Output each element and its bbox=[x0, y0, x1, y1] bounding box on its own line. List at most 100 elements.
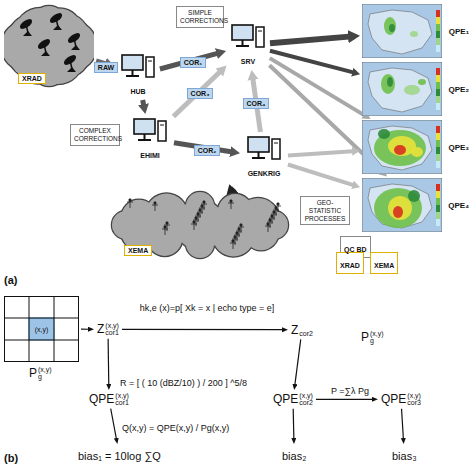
math-base: Z bbox=[97, 322, 104, 336]
process-label: COMPLEX CORRECTIONS bbox=[74, 127, 116, 143]
source-tag: XEMA bbox=[370, 252, 398, 274]
qpe-map: QPE₂ bbox=[362, 62, 472, 116]
flow-arrow bbox=[111, 409, 117, 439]
computer-label: SRV bbox=[241, 58, 255, 65]
map-image bbox=[362, 178, 442, 232]
math-base: QPE bbox=[89, 392, 114, 406]
flow-arrow bbox=[108, 339, 110, 385]
source-label: XRAD bbox=[340, 262, 360, 269]
qpe-map: QPE₃ bbox=[362, 120, 472, 174]
source-label: XEMA bbox=[374, 262, 394, 269]
edge-label-holder: COR₄ bbox=[243, 92, 270, 110]
edge-label-holder: COR₃ bbox=[187, 82, 214, 100]
math-subscript: cor1 bbox=[115, 399, 129, 406]
math-term: P(x,y)g bbox=[360, 330, 385, 345]
qpe-map: QPE₄ bbox=[362, 178, 472, 232]
index-stack: (x,y)g bbox=[38, 366, 52, 381]
flow-arrow bbox=[402, 409, 404, 439]
edge-label: R = [ ( 10 (dBZ/10) ) / 200 ] ^5/8 bbox=[118, 378, 249, 388]
math-term: P(x,y)g bbox=[28, 366, 53, 381]
flow-arrow bbox=[270, 58, 365, 115]
computer-label: GENKRIG bbox=[248, 170, 281, 177]
math-base: QPE bbox=[381, 392, 406, 406]
map-image bbox=[362, 62, 442, 116]
math-subscript: cor1 bbox=[105, 329, 119, 336]
process-label: SIMPLE CORRECTIONS bbox=[180, 9, 220, 25]
result-term: bias₃ bbox=[392, 446, 417, 464]
edge-label: P =∑λ Pg bbox=[329, 386, 371, 396]
cloud-tag: XEMA bbox=[124, 245, 152, 256]
math-term: QPE(x,y)cor1 bbox=[88, 392, 130, 407]
flow-arrow bbox=[270, 37, 349, 44]
sensor-cloud: XEMA bbox=[110, 190, 290, 260]
math-subscript: g bbox=[370, 337, 384, 344]
edge-label: RAW bbox=[94, 62, 118, 73]
computer-icon bbox=[246, 134, 282, 162]
math-base: P bbox=[29, 366, 37, 380]
qpe-map: QPE₁ bbox=[362, 4, 472, 58]
panel-label: (a) bbox=[4, 274, 17, 286]
edge-label-holder: Q(x,y) = QPE(x,y) / Pg(x,y) bbox=[120, 417, 231, 435]
edge-label: COR₄ bbox=[243, 98, 270, 109]
math-base: Z bbox=[291, 323, 298, 337]
math-superscript: (x,y) bbox=[115, 392, 129, 399]
math-subscript: cor2 bbox=[299, 399, 313, 406]
process-box: COMPLEX CORRECTIONS bbox=[70, 124, 120, 146]
panel-label: (b) bbox=[4, 452, 18, 464]
flow-arrow bbox=[288, 165, 354, 186]
math-superscript: (x,y) bbox=[407, 392, 421, 399]
edge-label: COR₃ bbox=[187, 88, 214, 99]
map-label: QPE₄ bbox=[448, 201, 469, 210]
computer-label: HUB bbox=[130, 88, 145, 95]
math-superscript: (x,y) bbox=[38, 366, 52, 373]
computer-node: GENKRIG bbox=[242, 134, 286, 180]
math-term: Zcor2 bbox=[290, 322, 314, 337]
pixel-grid: (x,y) bbox=[4, 296, 79, 362]
map-label: QPE₃ bbox=[448, 143, 469, 152]
edge-label-holder: RAW bbox=[94, 56, 118, 74]
edge-label-holder: P =∑λ Pg bbox=[329, 380, 371, 398]
math-term: QPE(x,y)cor3 bbox=[380, 392, 422, 407]
flow-arrow bbox=[288, 151, 353, 155]
edge-label: Q(x,y) = QPE(x,y) / Pg(x,y) bbox=[120, 423, 231, 433]
sensor-cloud: XRAD bbox=[4, 4, 94, 88]
math-superscript: (x,y) bbox=[299, 392, 313, 399]
flow-arrow bbox=[140, 100, 146, 105]
flow-arrow bbox=[270, 51, 353, 73]
math-superscript: (x,y) bbox=[105, 322, 119, 329]
computer-node: HUB bbox=[118, 52, 158, 98]
computer-node: EHIMI bbox=[128, 116, 172, 162]
result-term: bias₁ = 10log ∑Q bbox=[78, 446, 161, 464]
math-subscript: cor2 bbox=[299, 322, 313, 337]
flow-arrow bbox=[122, 329, 283, 330]
result-label: bias₁ = 10log ∑Q bbox=[78, 450, 161, 462]
edge-label-holder: hk,e (x)=p[ Xk = x | echo type = e] bbox=[138, 297, 277, 315]
map-image bbox=[362, 4, 442, 58]
computer-icon bbox=[230, 22, 266, 50]
math-superscript: (x,y) bbox=[370, 330, 384, 337]
map-label: QPE₁ bbox=[449, 27, 469, 36]
source-tag: XRAD bbox=[336, 252, 364, 274]
index-stack: (x,y)g bbox=[370, 330, 384, 345]
flow-arrow bbox=[81, 329, 89, 330]
index-stack: (x,y)cor1 bbox=[105, 322, 119, 337]
math-term: QPE(x,y)cor2 bbox=[272, 392, 314, 407]
cloud-tag: XRAD bbox=[18, 73, 46, 84]
math-subscript: g bbox=[38, 373, 52, 380]
map-image bbox=[362, 120, 442, 174]
edge-label: COR₂ bbox=[194, 145, 221, 156]
process-label: GEO-STATISTIC PROCESSES bbox=[304, 199, 346, 222]
result-label: bias₂ bbox=[282, 450, 306, 462]
flow-arrow bbox=[316, 399, 373, 400]
process-box: GEO-STATISTIC PROCESSES bbox=[300, 196, 350, 225]
flow-arrow bbox=[295, 339, 301, 385]
flow-arrow bbox=[160, 53, 217, 69]
math-base: QPE bbox=[273, 392, 298, 406]
edge-label: hk,e (x)=p[ Xk = x | echo type = e] bbox=[138, 303, 277, 313]
computer-icon bbox=[120, 52, 156, 80]
math-subscript: cor3 bbox=[407, 399, 421, 406]
index-stack: (x,y)cor2 bbox=[299, 392, 313, 407]
index-stack: (x,y)cor3 bbox=[407, 392, 421, 407]
edge-label-holder: R = [ ( 10 (dBZ/10) ) / 200 ] ^5/8 bbox=[118, 372, 249, 390]
map-label: QPE₂ bbox=[449, 85, 469, 94]
